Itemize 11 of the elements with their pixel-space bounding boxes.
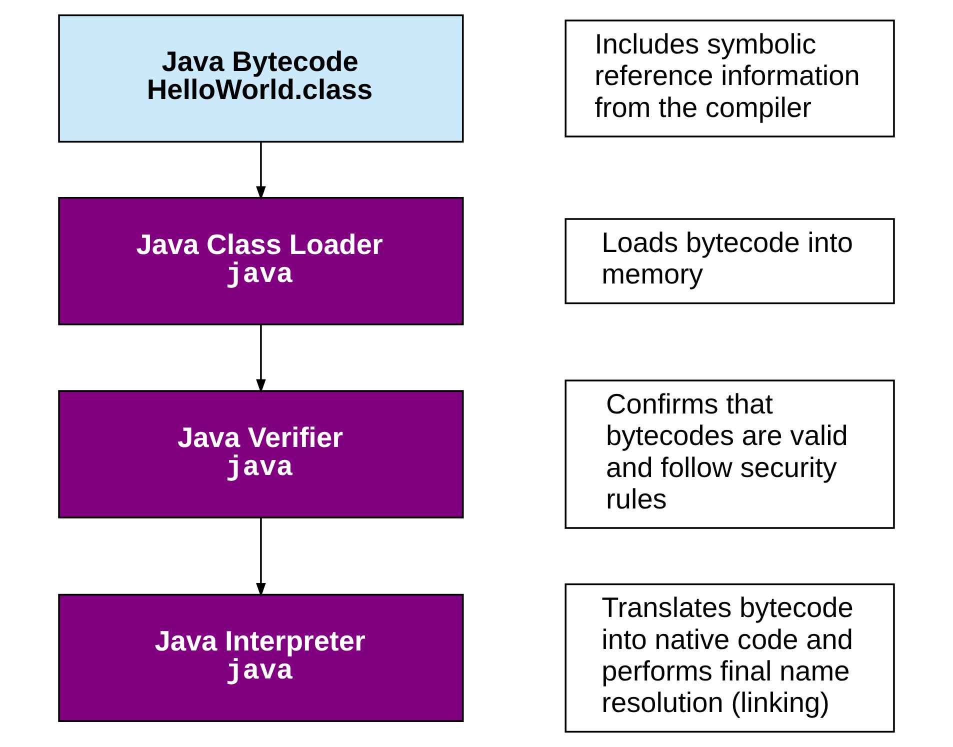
node-box: Includes symbolic reference information from the compiler: [564, 20, 895, 138]
node-box: Translates bytecode into native code and performs final name resolution (linking): [564, 583, 895, 733]
node-box: Java Verifier java: [58, 390, 464, 518]
node-box: Confirms that bytecodes are valid and follow security rules: [564, 380, 895, 529]
node-box: Java Bytecode HelloWorld.class: [58, 14, 464, 143]
node-box: Java Interpreter java: [58, 594, 464, 722]
node-box: Loads bytecode into memory: [564, 218, 895, 304]
node-box: Java Class Loader java: [58, 197, 464, 326]
arrow: [256, 324, 266, 394]
arrow: [256, 518, 266, 598]
arrow: [256, 142, 266, 200]
